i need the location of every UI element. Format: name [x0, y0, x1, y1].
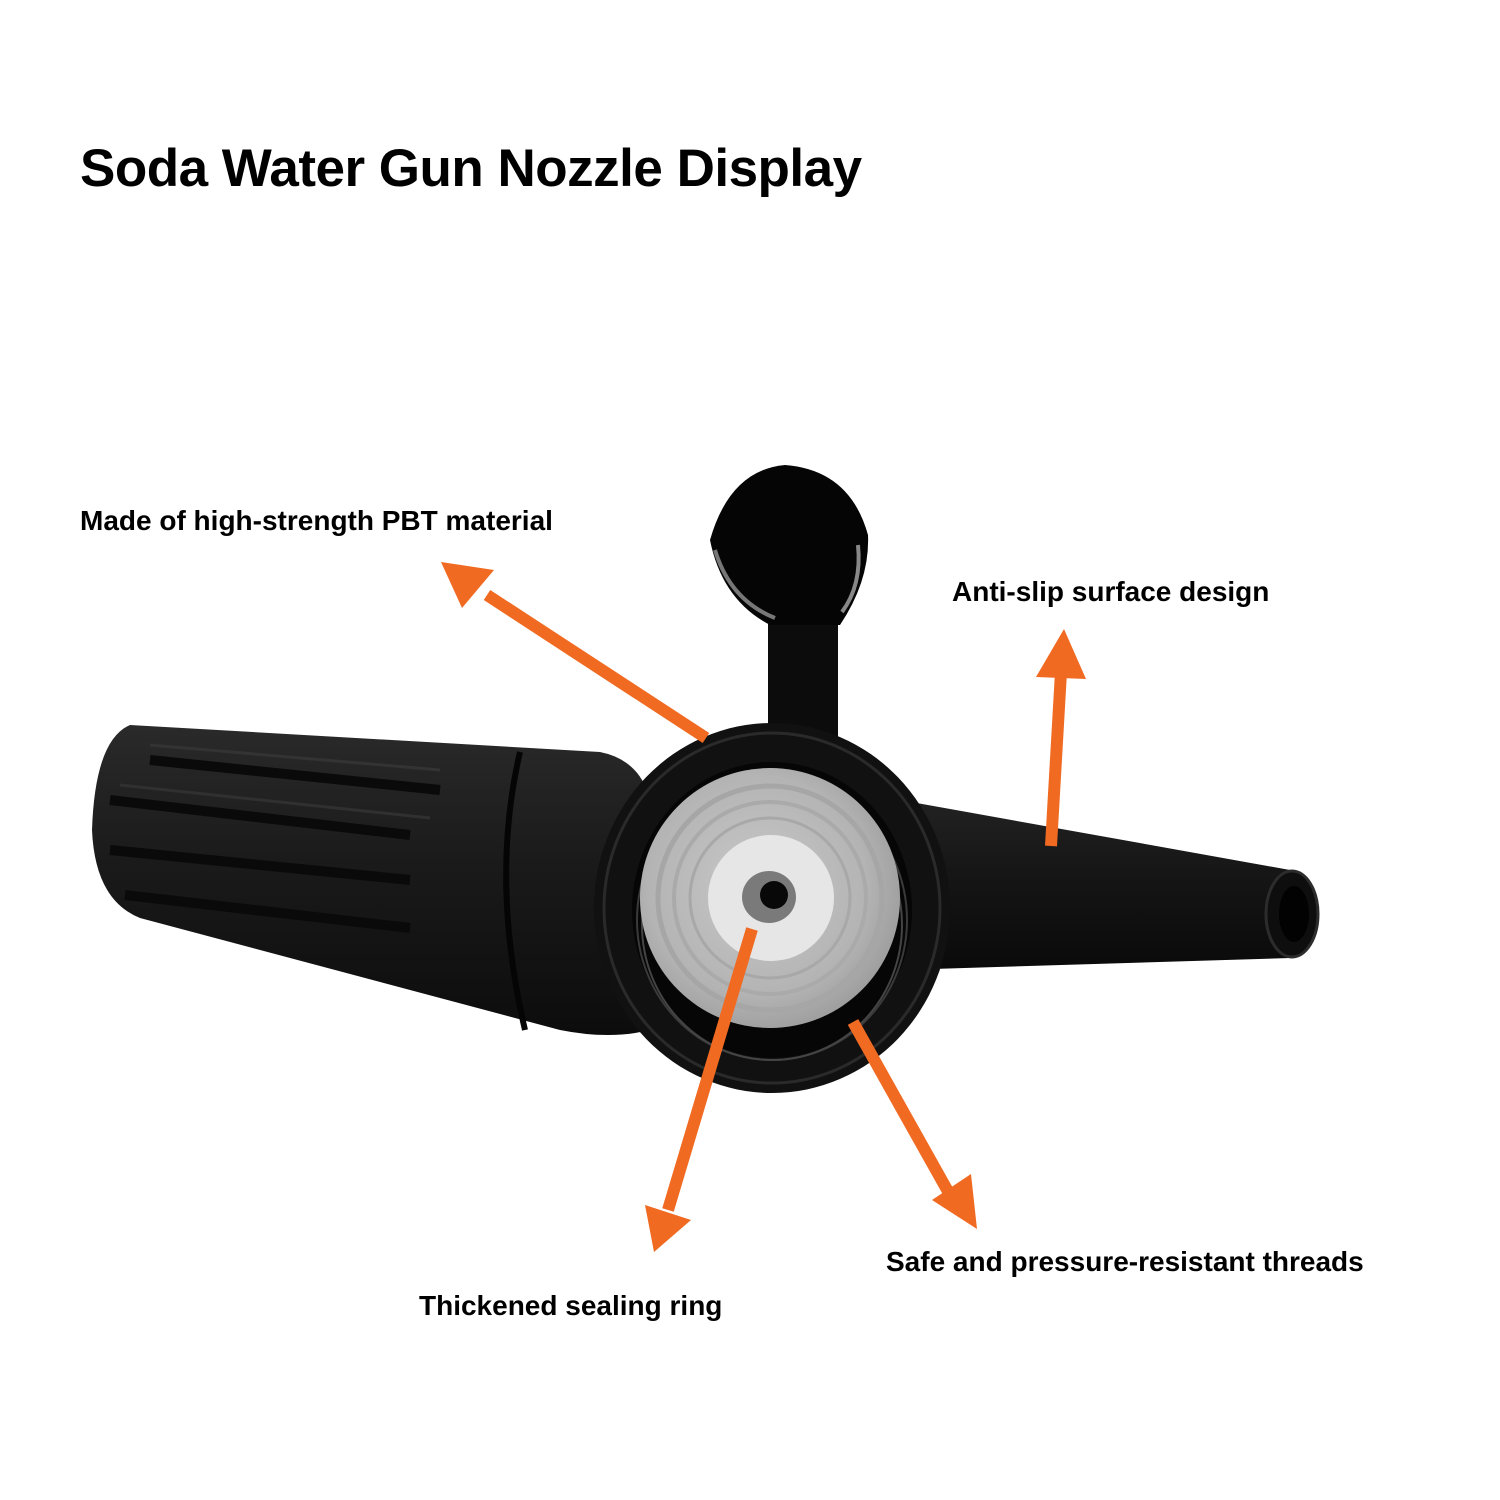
callout-anti-slip-surface: Anti-slip surface design	[952, 576, 1270, 607]
callout-sealing-ring: Thickened sealing ring	[419, 1290, 723, 1321]
arrow-antislip	[1036, 629, 1086, 847]
sealing-ring	[640, 768, 900, 1028]
lever-trigger	[710, 465, 869, 760]
spout	[900, 800, 1320, 970]
grip-handle	[92, 725, 650, 1035]
arrow-threads	[847, 1019, 977, 1229]
page-title: Soda Water Gun Nozzle Display	[80, 139, 862, 198]
callout-pbt-material: Made of high-strength PBT material	[80, 505, 553, 536]
arrow-seal	[645, 927, 758, 1252]
arrow-pbt	[441, 562, 710, 744]
callout-pressure-resistant-threads: Safe and pressure-resistant threads	[886, 1246, 1364, 1277]
